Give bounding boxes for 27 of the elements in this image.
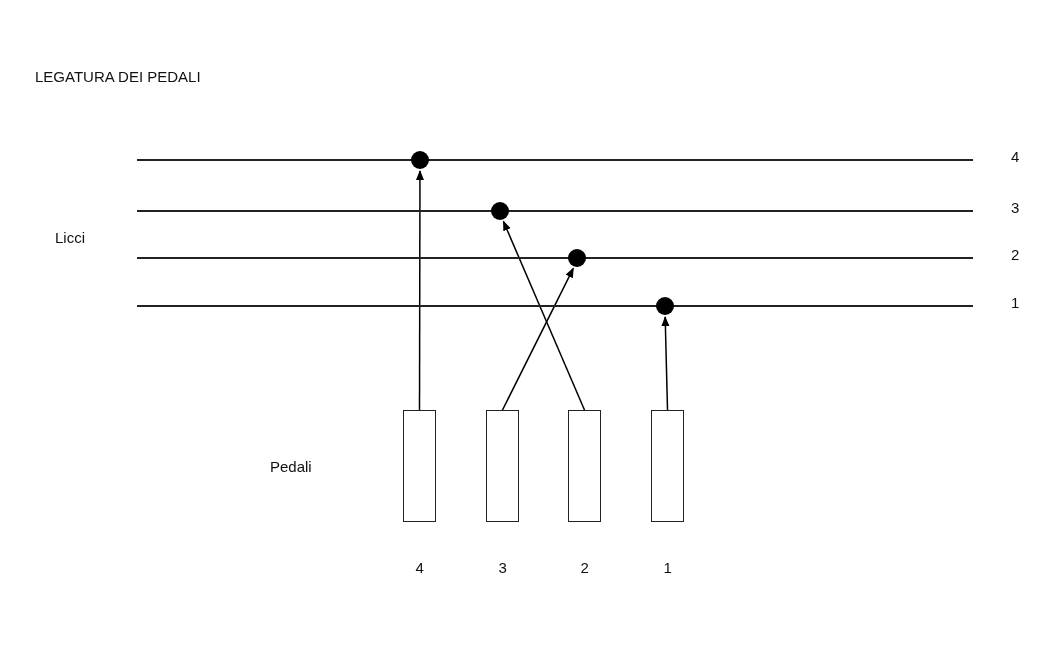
- pedal-box: [568, 410, 601, 522]
- heddle-line: [137, 257, 973, 259]
- pedal-box: [403, 410, 436, 522]
- arrow: [502, 220, 586, 411]
- title: LEGATURA DEI PEDALI: [35, 68, 201, 85]
- number-label: 4: [1011, 148, 1020, 165]
- number-label: 3: [1011, 199, 1020, 216]
- heddle-line: [137, 159, 973, 161]
- tie-dot: [656, 297, 674, 315]
- heddle-line: [137, 210, 973, 212]
- arrow: [661, 316, 670, 411]
- tie-dot: [491, 202, 509, 220]
- number-label: 4: [415, 559, 424, 576]
- tie-dot: [411, 151, 429, 169]
- arrow: [501, 267, 575, 411]
- number-label: 2: [1011, 246, 1020, 263]
- number-label: 2: [580, 559, 589, 576]
- heddle-line: [137, 305, 973, 307]
- number-label: 1: [1011, 294, 1020, 311]
- tie-dot: [568, 249, 586, 267]
- row-label: Pedali: [270, 458, 312, 475]
- number-label: 1: [663, 559, 672, 576]
- pedal-box: [651, 410, 684, 522]
- number-label: 3: [498, 559, 507, 576]
- pedal-box: [486, 410, 519, 522]
- arrow: [415, 170, 424, 411]
- row-label: Licci: [55, 229, 85, 246]
